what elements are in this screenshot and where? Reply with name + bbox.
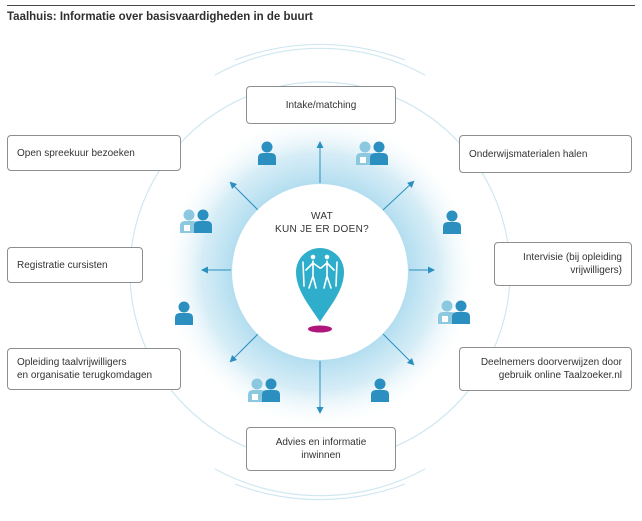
item-open-spreekuur: Open spreekuur bezoeken	[7, 135, 181, 171]
center-question-line1: WAT	[310, 211, 333, 222]
person-pair-icon	[248, 378, 280, 402]
location-pin-with-people-icon	[296, 248, 344, 333]
center-question-line2: KUN JE ER DOEN?	[275, 224, 369, 235]
person-pair-icon	[438, 300, 470, 324]
item-intake-matching: Intake/matching	[246, 86, 396, 124]
item-onderwijsmaterialen: Onderwijsmaterialen halen	[459, 135, 632, 173]
page-title: Taalhuis: Informatie over basisvaardighe…	[7, 11, 313, 23]
person-pair-icon	[356, 141, 388, 165]
arrow-upper-left	[229, 181, 259, 211]
person-icons	[175, 141, 470, 402]
person-icon	[175, 301, 193, 325]
arrow-upper-right	[382, 180, 415, 211]
person-icon	[371, 378, 389, 402]
center-question: WAT KUN JE ER DOEN?	[262, 210, 382, 236]
person-pair-icon	[180, 209, 212, 233]
person-icon	[258, 141, 276, 165]
arrow-lower-left	[229, 333, 259, 363]
arrow-lower-right	[382, 333, 415, 366]
top-rule	[7, 5, 635, 6]
item-registratie-cursisten: Registratie cursisten	[7, 247, 143, 283]
arrows	[201, 141, 435, 414]
person-icon	[443, 210, 461, 234]
